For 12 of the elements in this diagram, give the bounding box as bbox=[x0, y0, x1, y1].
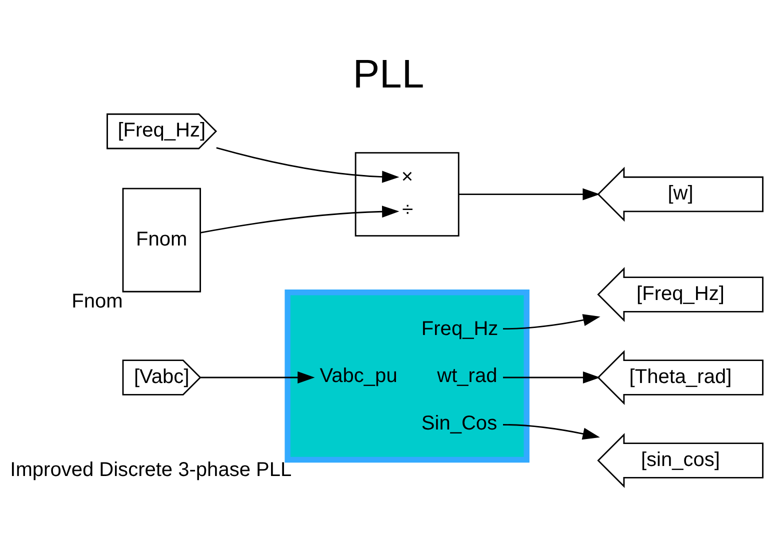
arrow bbox=[458, 188, 600, 200]
arrow bbox=[200, 205, 400, 233]
arrow bbox=[200, 370, 315, 384]
diagram-title: PLL bbox=[352, 52, 424, 96]
arrow bbox=[503, 314, 600, 330]
node-label: Fnom bbox=[72, 290, 123, 312]
node-box: × ÷ bbox=[354, 152, 460, 236]
arrow bbox=[503, 424, 600, 440]
node-box: Fnom bbox=[122, 187, 201, 292]
arrow bbox=[503, 370, 600, 384]
arrow bbox=[216, 146, 400, 182]
node-box: Vabc_pu Freq_Hz wt_rad Sin_Cos bbox=[284, 288, 530, 462]
